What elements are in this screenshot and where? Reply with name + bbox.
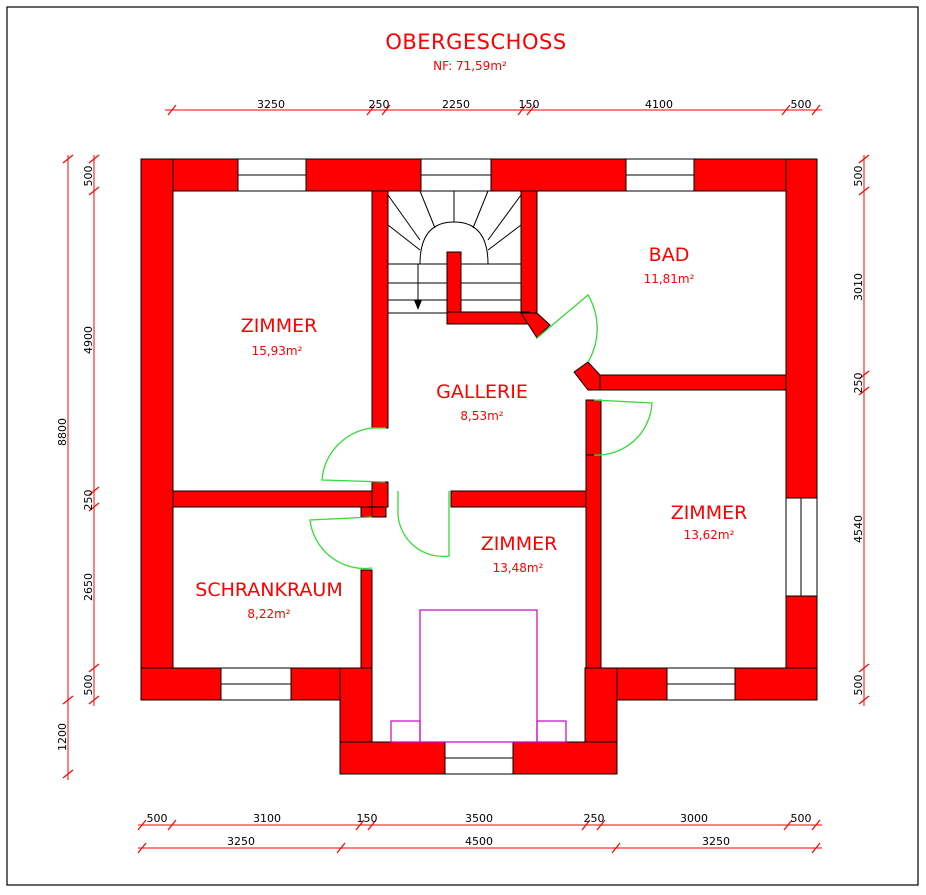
dim-bottom-2: 3100 (253, 812, 281, 825)
room-area-schrankraum: 8,22m² (247, 607, 290, 621)
nightstand-right (536, 720, 567, 743)
dim-bottom-6: 3000 (680, 812, 708, 825)
stair-bottom-wall (446, 311, 530, 325)
room-name-schrankraum: SCHRANKRAUM (195, 579, 342, 601)
room-name-zimmer-south: ZIMMER (481, 533, 558, 555)
door-zimmer-south (397, 491, 450, 558)
wall-east-room-left-lower (585, 454, 602, 669)
dim-bottom-7: 500 (791, 812, 812, 825)
staircase (387, 190, 522, 314)
wall-stair-right (520, 190, 538, 314)
dim-left-outer-1: 8800 (56, 418, 69, 446)
door-zimmer-east (593, 399, 653, 456)
dim-left-inner-4: 2650 (82, 573, 95, 601)
door-bad (536, 294, 598, 363)
dim-right-2: 3010 (852, 273, 865, 301)
dim-left-outer-2: 1200 (56, 723, 69, 751)
furniture (390, 609, 567, 743)
dimension-top: 3250 250 2250 150 4100 500 (165, 98, 822, 116)
drawing-frame (6, 6, 919, 886)
dim-top-5: 4100 (645, 98, 673, 111)
stair-corner-wall (520, 312, 551, 339)
room-name-zimmer-nw: ZIMMER (241, 315, 318, 337)
dim-bottom-5: 250 (584, 812, 605, 825)
wall-south-room-left (371, 506, 387, 518)
dimension-right: 500 3010 250 4540 500 (852, 154, 870, 706)
dim-top-1: 3250 (257, 98, 285, 111)
doors (309, 294, 653, 570)
dim-top-2: 250 (369, 98, 390, 111)
room-area-zimmer-nw: 15,93m² (252, 344, 303, 358)
room-name-bad: BAD (649, 244, 690, 266)
wall-mid-left (172, 490, 373, 508)
wall-bad-bottom (595, 374, 787, 391)
dim-left-inner-5: 500 (82, 675, 95, 696)
plan-title: OBERGESCHOSS (385, 30, 566, 54)
dimension-bottom-outer: 3250 4500 3250 (137, 835, 822, 854)
plan-subtitle: NF: 71,59m² (433, 59, 507, 73)
wall-right (785, 158, 818, 701)
room-area-zimmer-south: 13,48m² (493, 561, 544, 575)
dim-top-4: 150 (519, 98, 540, 111)
dimension-left-inner: 500 4900 250 2650 500 (82, 154, 100, 706)
wall-mid-center (450, 490, 587, 508)
dim-bottom-1: 500 (147, 812, 168, 825)
dim-bottom-outer-3: 3250 (702, 835, 730, 848)
wall-left (140, 158, 174, 701)
dim-right-1: 500 (852, 166, 865, 187)
dim-left-inner-3: 250 (82, 490, 95, 511)
dim-bottom-4: 3500 (465, 812, 493, 825)
door-schrankraum (309, 516, 373, 570)
windows (220, 158, 818, 775)
wall-schrank-right (360, 506, 373, 518)
room-name-gallerie: GALLERIE (436, 381, 528, 403)
dim-right-4: 4540 (852, 515, 865, 543)
room-area-bad: 11,81m² (644, 272, 695, 286)
dim-top-6: 500 (791, 98, 812, 111)
room-area-gallerie: 8,53m² (460, 409, 503, 423)
dim-right-3: 250 (852, 373, 865, 394)
dim-left-inner-2: 4900 (82, 326, 95, 354)
wall-east-room-left (585, 399, 602, 456)
dimension-left-outer: 8800 1200 (56, 154, 74, 780)
dim-top-3: 2250 (442, 98, 470, 111)
room-name-zimmer-east: ZIMMER (671, 502, 748, 524)
nightstand-left (390, 720, 421, 743)
dim-left-inner-1: 500 (82, 166, 95, 187)
dim-bottom-outer-1: 3250 (227, 835, 255, 848)
bed (419, 609, 538, 743)
dimension-bottom-inner: 500 3100 150 3500 250 3000 500 (137, 812, 822, 831)
dim-right-5: 500 (852, 675, 865, 696)
wall-stair-left (371, 190, 389, 429)
dim-bottom-outer-2: 4500 (465, 835, 493, 848)
room-area-zimmer-east: 13,62m² (684, 528, 735, 542)
wall-schrank-right-lower (360, 569, 373, 669)
room-labels: ZIMMER 15,93m² BAD 11,81m² GALLERIE 8,53… (195, 244, 747, 621)
door-zimmer-nw (321, 427, 386, 483)
dim-bottom-3: 150 (357, 812, 378, 825)
wall-mid-left-stub (371, 481, 389, 508)
wall-bad-corner (573, 361, 601, 391)
